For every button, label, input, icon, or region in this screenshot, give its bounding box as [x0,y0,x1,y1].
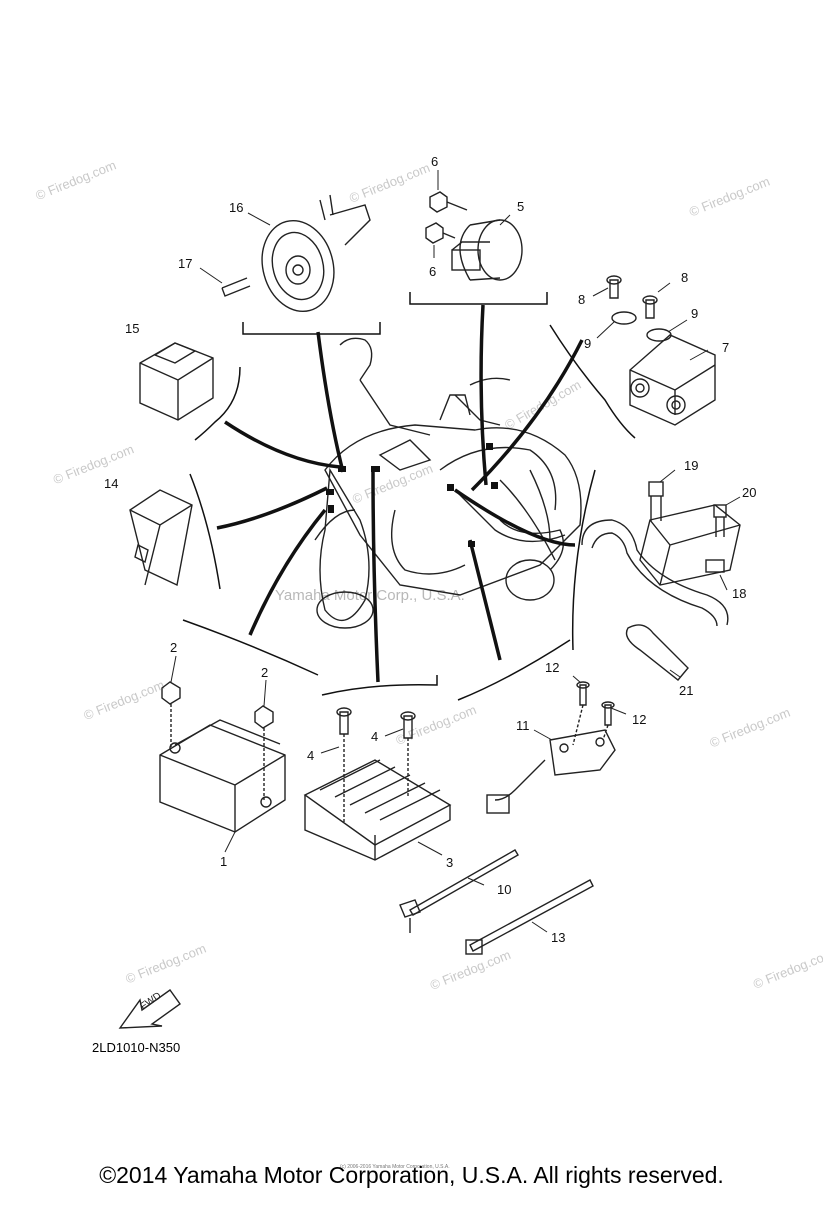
callout-12: 12 [545,660,559,675]
watermark: © Firedog.com [33,157,118,203]
callout-6: 6 [429,264,436,279]
watermark: © Firedog.com [687,174,772,220]
tiny-copyright: (c) 2006-2016 Yamaha Motor Corporation, … [340,1164,450,1170]
relay-5-drawing [425,191,523,281]
callout-9: 9 [584,336,591,351]
callout-14: 14 [104,476,118,491]
diagram-code: 2LD1010-N350 [92,1040,181,1055]
callout-8: 8 [578,292,585,307]
watermark: © Firedog.com [123,941,208,987]
watermark: © Firedog.com [347,160,432,206]
relay-7-drawing [606,275,716,426]
callout-11: 11 [516,718,530,733]
unit-14-drawing [129,489,193,587]
regulator-drawing [303,707,452,861]
watermark: © Firedog.com [707,705,792,751]
callout-17: 17 [178,256,192,271]
callout-16: 16 [229,200,243,215]
callout-9: 9 [691,306,698,321]
callout-13: 13 [551,930,565,945]
callout-3: 3 [446,855,453,870]
callout-numbers: 1 2 2 3 4 4 5 6 6 7 8 8 9 9 10 11 12 12 … [104,154,756,945]
watermark: © Firedog.com [350,461,435,507]
callout-5: 5 [517,199,524,214]
callout-10: 10 [497,882,511,897]
callout-2: 2 [170,640,177,655]
scooter-drawing [314,337,582,629]
watermark: © Firedog.com [394,702,479,748]
callout-2: 2 [261,665,268,680]
callout-8: 8 [681,270,688,285]
callout-4: 4 [307,748,314,763]
watermark: © Firedog.com [751,946,823,992]
callout-20: 20 [742,485,756,500]
horn-drawing [221,194,371,313]
footer-copyright: ©2014 Yamaha Motor Corporation, U.S.A. A… [99,1162,724,1188]
fwd-arrow-icon: FWD [118,989,181,1029]
ecu-drawing [159,681,286,833]
watermark: © Firedog.com [51,441,136,487]
group-brackets [182,292,636,701]
callout-6: 6 [431,154,438,169]
watermark: © Firedog.com [82,677,167,723]
relay-15-drawing [139,342,214,421]
callout-21: 21 [679,683,693,698]
callout-leaders [170,170,741,933]
callout-4: 4 [371,729,378,744]
callout-18: 18 [732,586,746,601]
sensor-drawing [486,681,616,814]
fwd-label: FWD [138,990,163,1012]
leader-lines [216,304,584,683]
callout-1: 1 [220,854,227,869]
coil-drawing [581,481,741,681]
callout-7: 7 [722,340,729,355]
callout-12: 12 [632,712,646,727]
callout-15: 15 [125,321,139,336]
cable-ties-drawing [399,849,594,955]
callout-19: 19 [684,458,698,473]
